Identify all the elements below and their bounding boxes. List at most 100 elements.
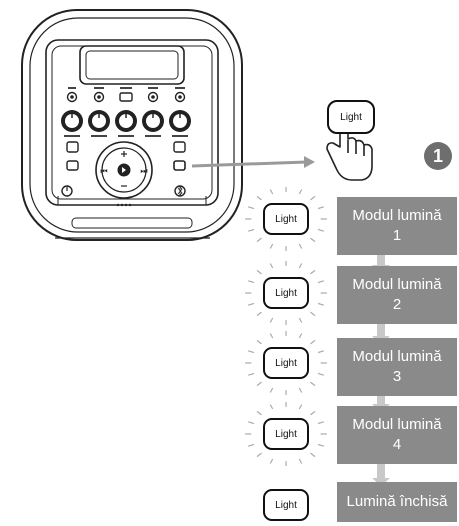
mode-number: 4: [392, 436, 402, 453]
mode-label: Lumină închisă: [346, 493, 448, 510]
light-button-step-4[interactable]: Light: [263, 418, 309, 450]
glow-ray: [269, 189, 274, 195]
mode-box-3: Modul lumină 3: [337, 338, 457, 396]
glow-ray: [310, 237, 316, 243]
knob: [142, 110, 164, 132]
pointer-arrow: [191, 156, 315, 168]
mode-label: Modul lumină: [352, 416, 442, 433]
glow-ray: [248, 206, 255, 210]
glow-ray: [317, 350, 324, 354]
glow-ray: [256, 381, 262, 387]
glow-ray: [248, 372, 255, 376]
hand-icon: [326, 121, 373, 181]
mode-number: 2: [392, 296, 402, 313]
glow-ray: [310, 381, 316, 387]
glow-ray: [256, 311, 262, 317]
glow-ray: [298, 387, 303, 393]
light-button-label: Light: [340, 111, 362, 123]
light-button-step-1[interactable]: Light: [263, 203, 309, 235]
right-button: [173, 141, 186, 153]
glow-ray: [298, 243, 303, 249]
glow-ray: [269, 458, 274, 464]
light-button-label: Light: [275, 287, 297, 299]
light-button-device: [173, 160, 186, 171]
next-icon: ⏭: [140, 167, 147, 176]
glow-ray: [256, 339, 262, 345]
side-buttons: [61, 141, 186, 197]
glow-ray: [248, 302, 255, 306]
glow-ray: [317, 228, 324, 232]
glow-ray: [298, 263, 303, 269]
glow-ray: [310, 452, 316, 458]
knobs: [61, 110, 191, 137]
glow-ray: [248, 228, 255, 232]
light-button-label: Light: [275, 213, 297, 225]
glow-ray: [317, 372, 324, 376]
glow-ray: [269, 317, 274, 323]
glow-ray: [248, 280, 255, 284]
light-button-step-2[interactable]: Light: [263, 277, 309, 309]
knob: [88, 110, 110, 132]
step-number-badge: 1: [424, 142, 452, 170]
glow-ray: [298, 333, 303, 339]
transport-control: ⏮ ⏭: [95, 141, 153, 207]
glow-ray: [256, 452, 262, 458]
top-button: [119, 92, 133, 102]
glow-ray: [248, 421, 255, 425]
previous-icon: ⏮: [100, 167, 107, 176]
top-button: [66, 91, 78, 103]
glow-ray: [256, 237, 262, 243]
glow-ray: [310, 339, 316, 345]
display-screen: [79, 45, 185, 85]
glow-ray: [269, 387, 274, 393]
glow-ray: [269, 333, 274, 339]
light-button-label: Light: [275, 428, 297, 440]
mode-label: Modul lumină: [352, 207, 442, 224]
mode-number: 3: [392, 368, 402, 385]
mode-label: Modul lumină: [352, 348, 442, 365]
glow-ray: [256, 410, 262, 416]
glow-rays: [245, 187, 327, 466]
light-button-label: Light: [275, 499, 297, 511]
glow-ray: [317, 280, 324, 284]
light-button-label: Light: [275, 357, 297, 369]
glow-ray: [269, 243, 274, 249]
glow-ray: [317, 421, 324, 425]
top-button: [174, 91, 186, 103]
glow-ray: [298, 458, 303, 464]
mode-box-4: Modul lumină 4: [337, 406, 457, 464]
mode-box-5: Lumină închisă: [337, 482, 457, 522]
glow-ray: [256, 195, 262, 201]
left-button: [66, 141, 79, 153]
glow-ray: [310, 195, 316, 201]
knob: [169, 110, 191, 132]
knob: [61, 110, 83, 132]
mode-box-2: Modul lumină 2: [337, 266, 457, 324]
glow-ray: [317, 206, 324, 210]
left-button: [66, 160, 79, 171]
glow-ray: [248, 350, 255, 354]
glow-ray: [298, 317, 303, 323]
step-number: 1: [432, 145, 443, 166]
light-button-pressed[interactable]: Light: [327, 100, 375, 134]
glow-ray: [269, 263, 274, 269]
knob: [115, 110, 137, 132]
light-button-step-5[interactable]: Light: [263, 489, 309, 521]
glow-ray: [298, 404, 303, 410]
down-arrow: [372, 464, 390, 486]
mode-label: Modul lumină: [352, 276, 442, 293]
glow-ray: [256, 269, 262, 275]
glow-ray: [310, 410, 316, 416]
glow-ray: [298, 189, 303, 195]
mode-number: 1: [392, 227, 402, 244]
glow-ray: [310, 311, 316, 317]
glow-ray: [317, 302, 324, 306]
glow-ray: [269, 404, 274, 410]
mode-box-1: Modul lumină 1: [337, 197, 457, 255]
light-button-step-3[interactable]: Light: [263, 347, 309, 379]
top-button: [93, 91, 105, 103]
top-buttons: [66, 87, 186, 103]
glow-ray: [317, 443, 324, 447]
top-button: [147, 91, 159, 103]
